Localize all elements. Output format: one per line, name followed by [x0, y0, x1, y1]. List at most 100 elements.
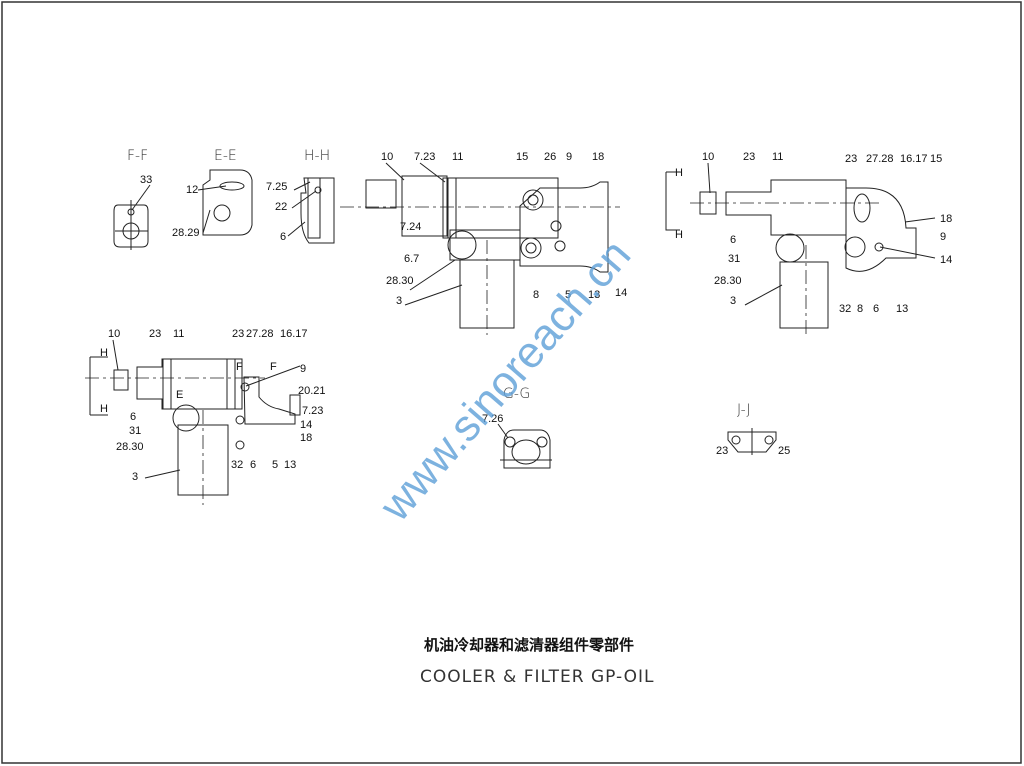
drawing-outline — [144, 469, 181, 479]
drawing-outline — [213, 204, 231, 222]
part-label: 23 — [743, 151, 755, 163]
part-label: 7.25 — [266, 181, 287, 193]
part-label: 6 — [280, 231, 286, 243]
part-label: 10 — [702, 151, 714, 163]
drawing-outline — [307, 177, 321, 239]
part-label: 9 — [300, 363, 306, 375]
drawing-outline — [235, 415, 245, 425]
part-label: 7.24 — [400, 221, 421, 233]
drawing-outline — [245, 365, 301, 387]
view-e-e: E-E 12 28.29 — [172, 148, 253, 239]
part-label: 23 — [232, 328, 244, 340]
drawing-outline — [291, 190, 317, 209]
drawing-outline — [727, 431, 777, 453]
part-label: 33 — [140, 174, 152, 186]
drawing-outline — [197, 185, 227, 191]
drawing-outline — [300, 177, 335, 244]
drawing-outline — [744, 284, 783, 306]
drawing-outline — [527, 194, 539, 206]
drawing-outline — [409, 259, 456, 291]
part-label: 27.28 — [866, 153, 894, 165]
part-label: 3 — [396, 295, 402, 307]
drawing-outline — [235, 440, 245, 450]
part-label: 26 — [544, 151, 556, 163]
view-left-bottom: H H F F E 10 23 11 23 27.28 16.17 9 20.2… — [85, 328, 326, 505]
part-label: 12 — [186, 184, 198, 196]
drawing-outline — [162, 358, 172, 410]
drawing-outline — [536, 436, 548, 448]
drawing-outline — [287, 221, 306, 237]
drawing-outline — [874, 242, 884, 252]
part-label: 13 — [588, 289, 600, 301]
drawing-outline — [503, 429, 551, 469]
view-right-top: H H 10 23 11 23 27.28 16.17 15 18 9 14 6… — [665, 151, 952, 335]
view-f-f: F-F 33 — [113, 148, 152, 250]
part-label: 25 — [778, 445, 790, 457]
part-label: 28.29 — [172, 227, 200, 239]
part-label: 22 — [275, 201, 287, 213]
part-label: 6 — [730, 234, 736, 246]
part-label: 23 — [149, 328, 161, 340]
drawing-outline — [731, 435, 741, 445]
drawing-outline — [89, 356, 108, 416]
part-label: 3 — [730, 295, 736, 307]
part-label: 28.30 — [116, 441, 144, 453]
drawing-outline — [113, 204, 149, 248]
part-label: 20.21 — [298, 385, 326, 397]
drawing-outline — [550, 220, 562, 232]
part-label: 31 — [129, 425, 141, 437]
view-title: H-H — [304, 148, 330, 164]
part-label: 14 — [300, 419, 312, 431]
part-label: 10 — [108, 328, 120, 340]
view-h-h: H-H 7.25 22 6 — [266, 148, 335, 244]
part-label: 13 — [284, 459, 296, 471]
drawing-outline — [879, 246, 936, 259]
drawing-outline — [779, 261, 829, 329]
drawing-outline — [202, 209, 211, 234]
drawing-outline — [522, 189, 544, 211]
drawing-outline — [289, 394, 301, 416]
part-label: 11 — [772, 151, 783, 163]
section-mark: H — [100, 403, 108, 415]
view-j-j: J-J 23 25 — [716, 402, 790, 457]
part-label: 27.28 — [246, 328, 274, 340]
drawing-outline — [497, 423, 509, 439]
part-label: 7.23 — [414, 151, 435, 163]
part-label: 9 — [940, 231, 946, 243]
part-label: 10 — [381, 151, 393, 163]
part-label: 6 — [130, 411, 136, 423]
drawing-title-english: COOLER & FILTER GP-OIL — [420, 667, 655, 687]
drawing-outline — [419, 162, 446, 183]
part-label: 8 — [533, 289, 539, 301]
drawing-outline — [764, 435, 774, 445]
drawing-outline — [293, 181, 311, 191]
drawing-outline — [511, 439, 541, 465]
drawing-outline — [314, 186, 322, 194]
part-label: 5 — [565, 289, 571, 301]
section-mark: H — [675, 167, 683, 179]
part-label: 5 — [272, 459, 278, 471]
part-label: 16.17 — [900, 153, 928, 165]
part-label: 6.7 — [404, 253, 419, 265]
part-label: 15 — [516, 151, 528, 163]
drawing-outline — [226, 358, 236, 410]
part-label: 14 — [615, 287, 627, 299]
drawing-outline — [172, 404, 200, 432]
view-g-g: G-G 7.26 — [482, 386, 552, 469]
drawing-outline — [725, 179, 847, 236]
part-label: 18 — [592, 151, 604, 163]
drawing-outline — [136, 358, 243, 410]
part-label: 6 — [873, 303, 879, 315]
drawing-outline — [853, 193, 871, 223]
part-label: 18 — [300, 432, 312, 444]
part-label: 16.17 — [280, 328, 308, 340]
section-mark: E — [176, 389, 183, 401]
drawing-outline — [519, 181, 609, 273]
part-label: 9 — [566, 151, 572, 163]
view-title: E-E — [214, 148, 237, 164]
drawing-outline — [504, 436, 516, 448]
part-label: 7.26 — [482, 413, 503, 425]
part-label: 28.30 — [386, 275, 414, 287]
drawing-outline — [845, 187, 917, 272]
